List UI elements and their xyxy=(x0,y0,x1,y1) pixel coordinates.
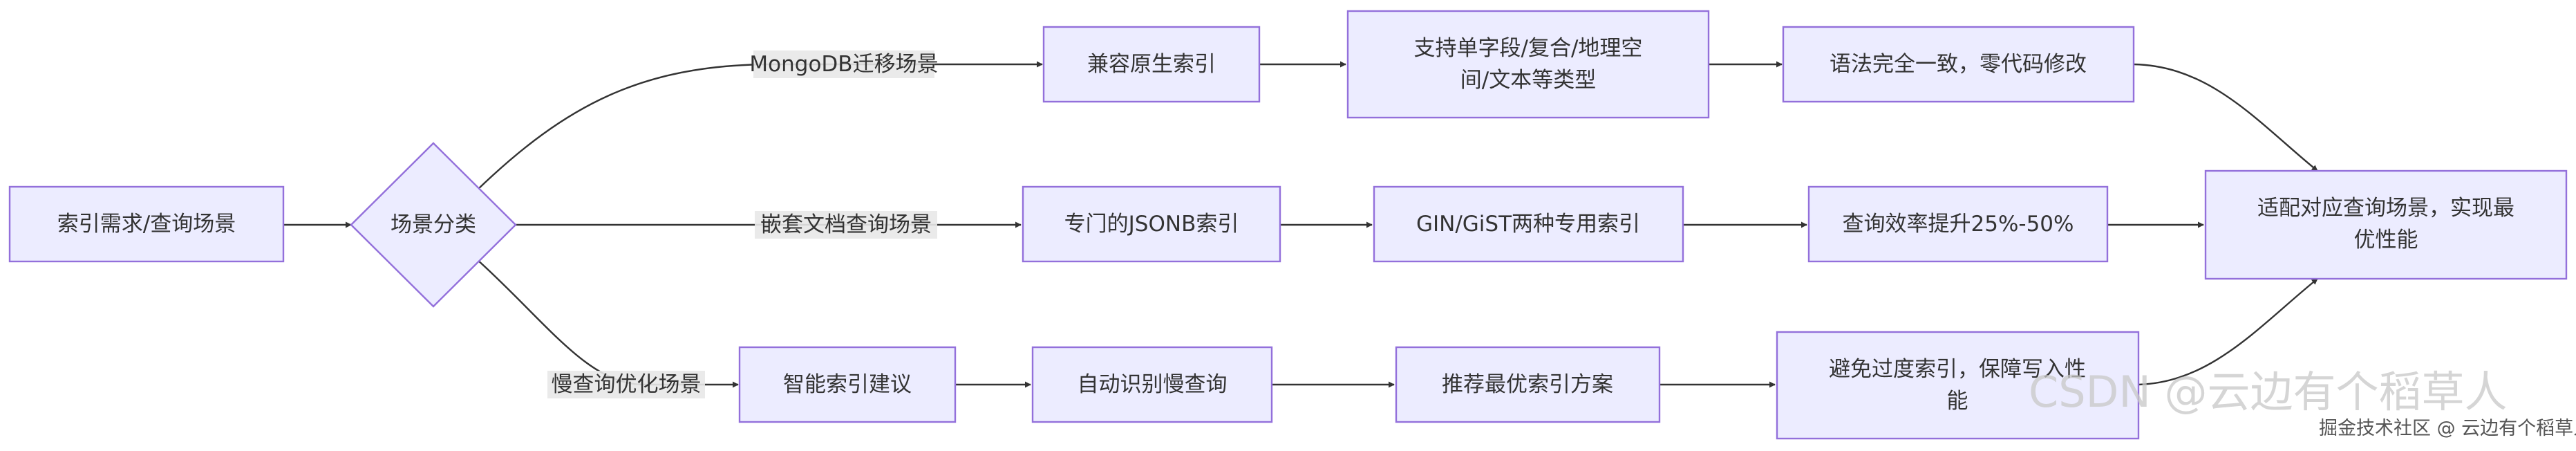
edge-label-slow-text: 慢查询优化场景 xyxy=(552,372,702,397)
node-smart-advice: 智能索引建议 xyxy=(738,346,957,423)
node-result-label-1: 适配对应查询场景，实现最 xyxy=(2257,196,2514,221)
node-mongo-types-label-1: 支持单字段/复合/地理空 xyxy=(1414,36,1643,61)
edge-label-nested-text: 嵌套文档查询场景 xyxy=(760,212,932,237)
node-result: 适配对应查询场景，实现最 优性能 xyxy=(2204,169,2568,280)
node-avoid-over: 避免过度索引，保障写入性 能 xyxy=(1776,331,2140,440)
edges xyxy=(283,61,2318,388)
node-mongo-compat-label: 兼容原生索引 xyxy=(1087,52,1216,77)
node-gin-gist-label: GIN/GiST两种专用索引 xyxy=(1416,212,1640,237)
watermark-main: CSDN @云边有个稻草人 xyxy=(2029,367,2507,417)
node-decision-label: 场景分类 xyxy=(391,212,476,237)
node-jsonb-perf: 查询效率提升25%-50% xyxy=(1807,185,2109,263)
node-mongo-types: 支持单字段/复合/地理空 间/文本等类型 xyxy=(1346,10,1710,119)
node-mongo-syntax-label: 语法完全一致，零代码修改 xyxy=(1830,52,2087,77)
node-mongo-syntax: 语法完全一致，零代码修改 xyxy=(1782,26,2135,103)
node-recommend-label: 推荐最优索引方案 xyxy=(1442,372,1613,397)
edge-mongo-syntax-to-result xyxy=(2133,63,2318,172)
node-mongo-compat: 兼容原生索引 xyxy=(1042,26,1261,103)
node-avoid-over-label-2: 能 xyxy=(1947,389,1968,414)
node-smart-advice-label: 智能索引建议 xyxy=(783,372,912,397)
edge-label-slow: 慢查询优化场景 xyxy=(547,371,705,398)
node-mongo-types-label-2: 间/文本等类型 xyxy=(1460,68,1596,93)
node-recommend: 推荐最优索引方案 xyxy=(1395,346,1661,423)
edge-label-mongo-text: MongoDB迁移场景 xyxy=(749,52,938,77)
edge-decision-to-mongo-compat xyxy=(476,61,1043,191)
node-avoid-over-label-1: 避免过度索引，保障写入性 xyxy=(1829,357,2086,382)
edge-decision-to-smart-advice xyxy=(476,259,739,388)
watermark-sub: 掘金技术社区 @ 云边有个稻草人 xyxy=(2319,418,2576,439)
node-gin-gist: GIN/GiST两种专用索引 xyxy=(1373,185,1684,263)
watermark: CSDN @云边有个稻草人 掘金技术社区 @ 云边有个稻草人 xyxy=(2029,367,2576,439)
node-start-label: 索引需求/查询场景 xyxy=(57,212,236,237)
node-decision: 场景分类 xyxy=(350,142,517,308)
edge-label-nested: 嵌套文档查询场景 xyxy=(755,211,937,239)
node-jsonb-index: 专门的JSONB索引 xyxy=(1022,185,1281,263)
node-jsonb-perf-label: 查询效率提升25%-50% xyxy=(1843,212,2074,237)
node-auto-detect: 自动识别慢查询 xyxy=(1031,346,1273,423)
edge-avoid-to-result xyxy=(2138,278,2318,386)
node-start: 索引需求/查询场景 xyxy=(8,185,285,263)
node-jsonb-index-label: 专门的JSONB索引 xyxy=(1064,212,1239,237)
node-auto-detect-label: 自动识别慢查询 xyxy=(1078,372,1228,397)
node-result-label-2: 优性能 xyxy=(2354,228,2418,252)
edge-label-mongo: MongoDB迁移场景 xyxy=(749,50,939,78)
